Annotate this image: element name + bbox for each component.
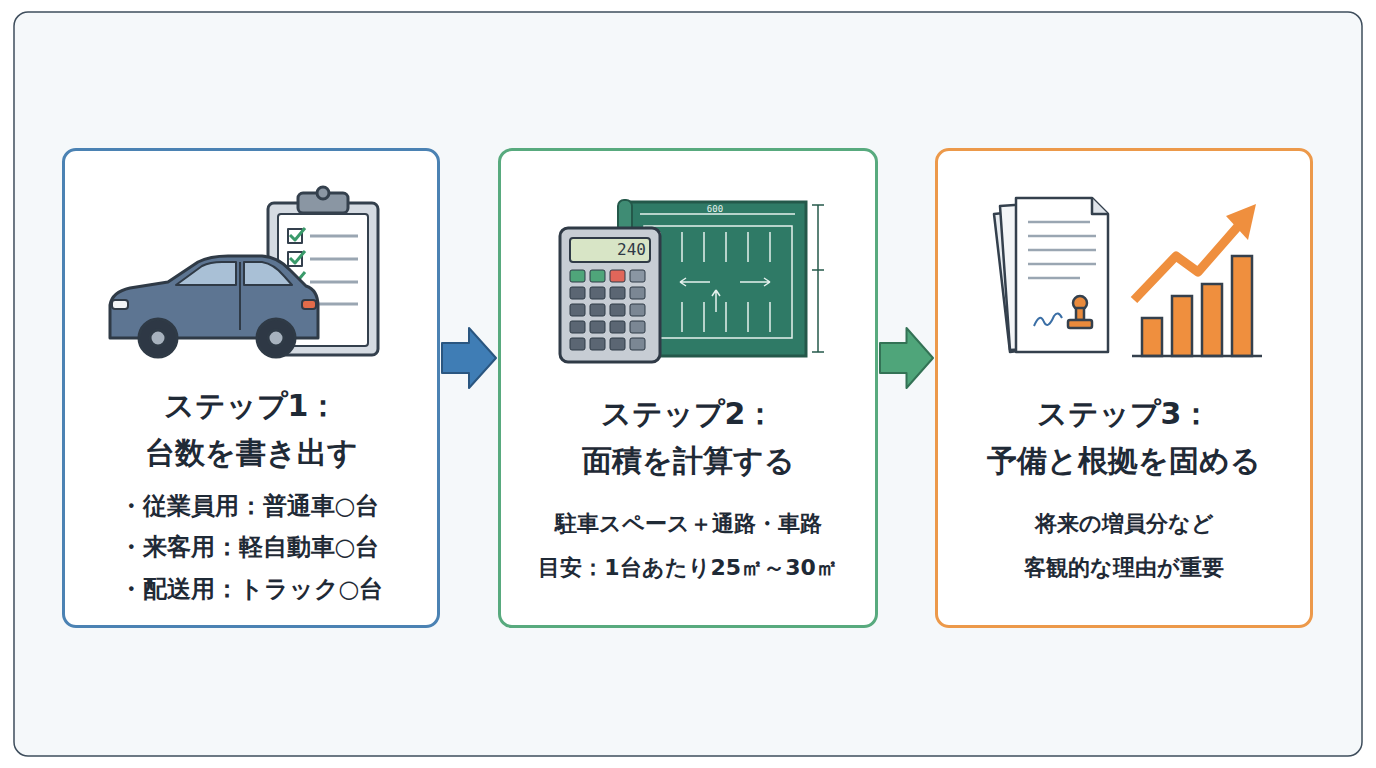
step-box: ステップ2： 面積を計算する駐車スペース＋通路・車路目安：1台あたり25㎡～30… xyxy=(498,148,878,628)
step-body: 駐車スペース＋通路・車路 xyxy=(555,502,822,546)
calculator-key xyxy=(630,270,645,282)
step-box: ステップ3： 予備と根拠を固める将来の増員分など 客観的な理由が重要 xyxy=(935,148,1313,628)
calculator-display: 240 xyxy=(576,240,646,259)
box-ground xyxy=(935,148,1313,628)
calculator-key xyxy=(610,270,625,282)
step-box: ステップ1： 台数を書き出す・従業員用：普通車○台・来客用：軽自動車○台・配送用… xyxy=(62,148,440,628)
calculator-key xyxy=(610,287,625,299)
text-stack: ステップ1： 台数を書き出す・従業員用：普通車○台・来客用：軽自動車○台・配送用… xyxy=(83,383,419,610)
calculator-key xyxy=(570,270,585,282)
calculator-keys xyxy=(570,270,645,350)
calculator-key xyxy=(570,321,585,333)
text-stack: ステップ3： 予備と根拠を固める将来の増員分など 客観的な理由が重要 xyxy=(956,391,1292,590)
step-body: ・来客用：軽自動車○台 xyxy=(119,527,384,568)
text-stack: ステップ2： 面積を計算する駐車スペース＋通路・車路目安：1台あたり25㎡～30… xyxy=(519,391,857,590)
bullet-list: ・従業員用：普通車○台・来客用：軽自動車○台・配送用：トラック○台 xyxy=(119,486,384,610)
calculator-key xyxy=(610,304,625,316)
calculator-key xyxy=(570,338,585,350)
step-body: ・配送用：トラック○台 xyxy=(119,569,384,610)
calculator-key xyxy=(590,287,605,299)
calculator-key xyxy=(630,321,645,333)
calculator-icon xyxy=(560,228,660,362)
calculator-key xyxy=(630,338,645,350)
box-ground xyxy=(498,148,878,628)
calculator-key xyxy=(610,321,625,333)
calculator-key xyxy=(570,304,585,316)
calculator-key xyxy=(570,287,585,299)
calculator-key xyxy=(590,338,605,350)
calculator-key xyxy=(590,321,605,333)
step-body: ・従業員用：普通車○台 xyxy=(119,486,384,527)
documents-icon xyxy=(994,198,1108,352)
calculator-key xyxy=(610,338,625,350)
flow-arrow xyxy=(880,328,933,388)
bar-chart-icon xyxy=(1132,204,1262,356)
box-ground xyxy=(62,148,440,628)
step-heading: ステップ2： 面積を計算する xyxy=(519,391,857,484)
dimension-label: 600 xyxy=(700,204,730,214)
calculator-key xyxy=(630,304,645,316)
calculator-key xyxy=(630,287,645,299)
step-heading: ステップ1： 台数を書き出す xyxy=(83,383,419,476)
outer-panel xyxy=(14,12,1362,756)
car-icon xyxy=(110,256,318,357)
calculator-key xyxy=(590,270,605,282)
step-body: 将来の増員分など 客観的な理由が重要 xyxy=(974,502,1274,590)
step-heading: ステップ3： 予備と根拠を固める xyxy=(956,391,1292,484)
step-body: 目安：1台あたり25㎡～30㎡ xyxy=(538,546,838,590)
calculator-key xyxy=(590,304,605,316)
flow-arrow xyxy=(442,328,496,388)
